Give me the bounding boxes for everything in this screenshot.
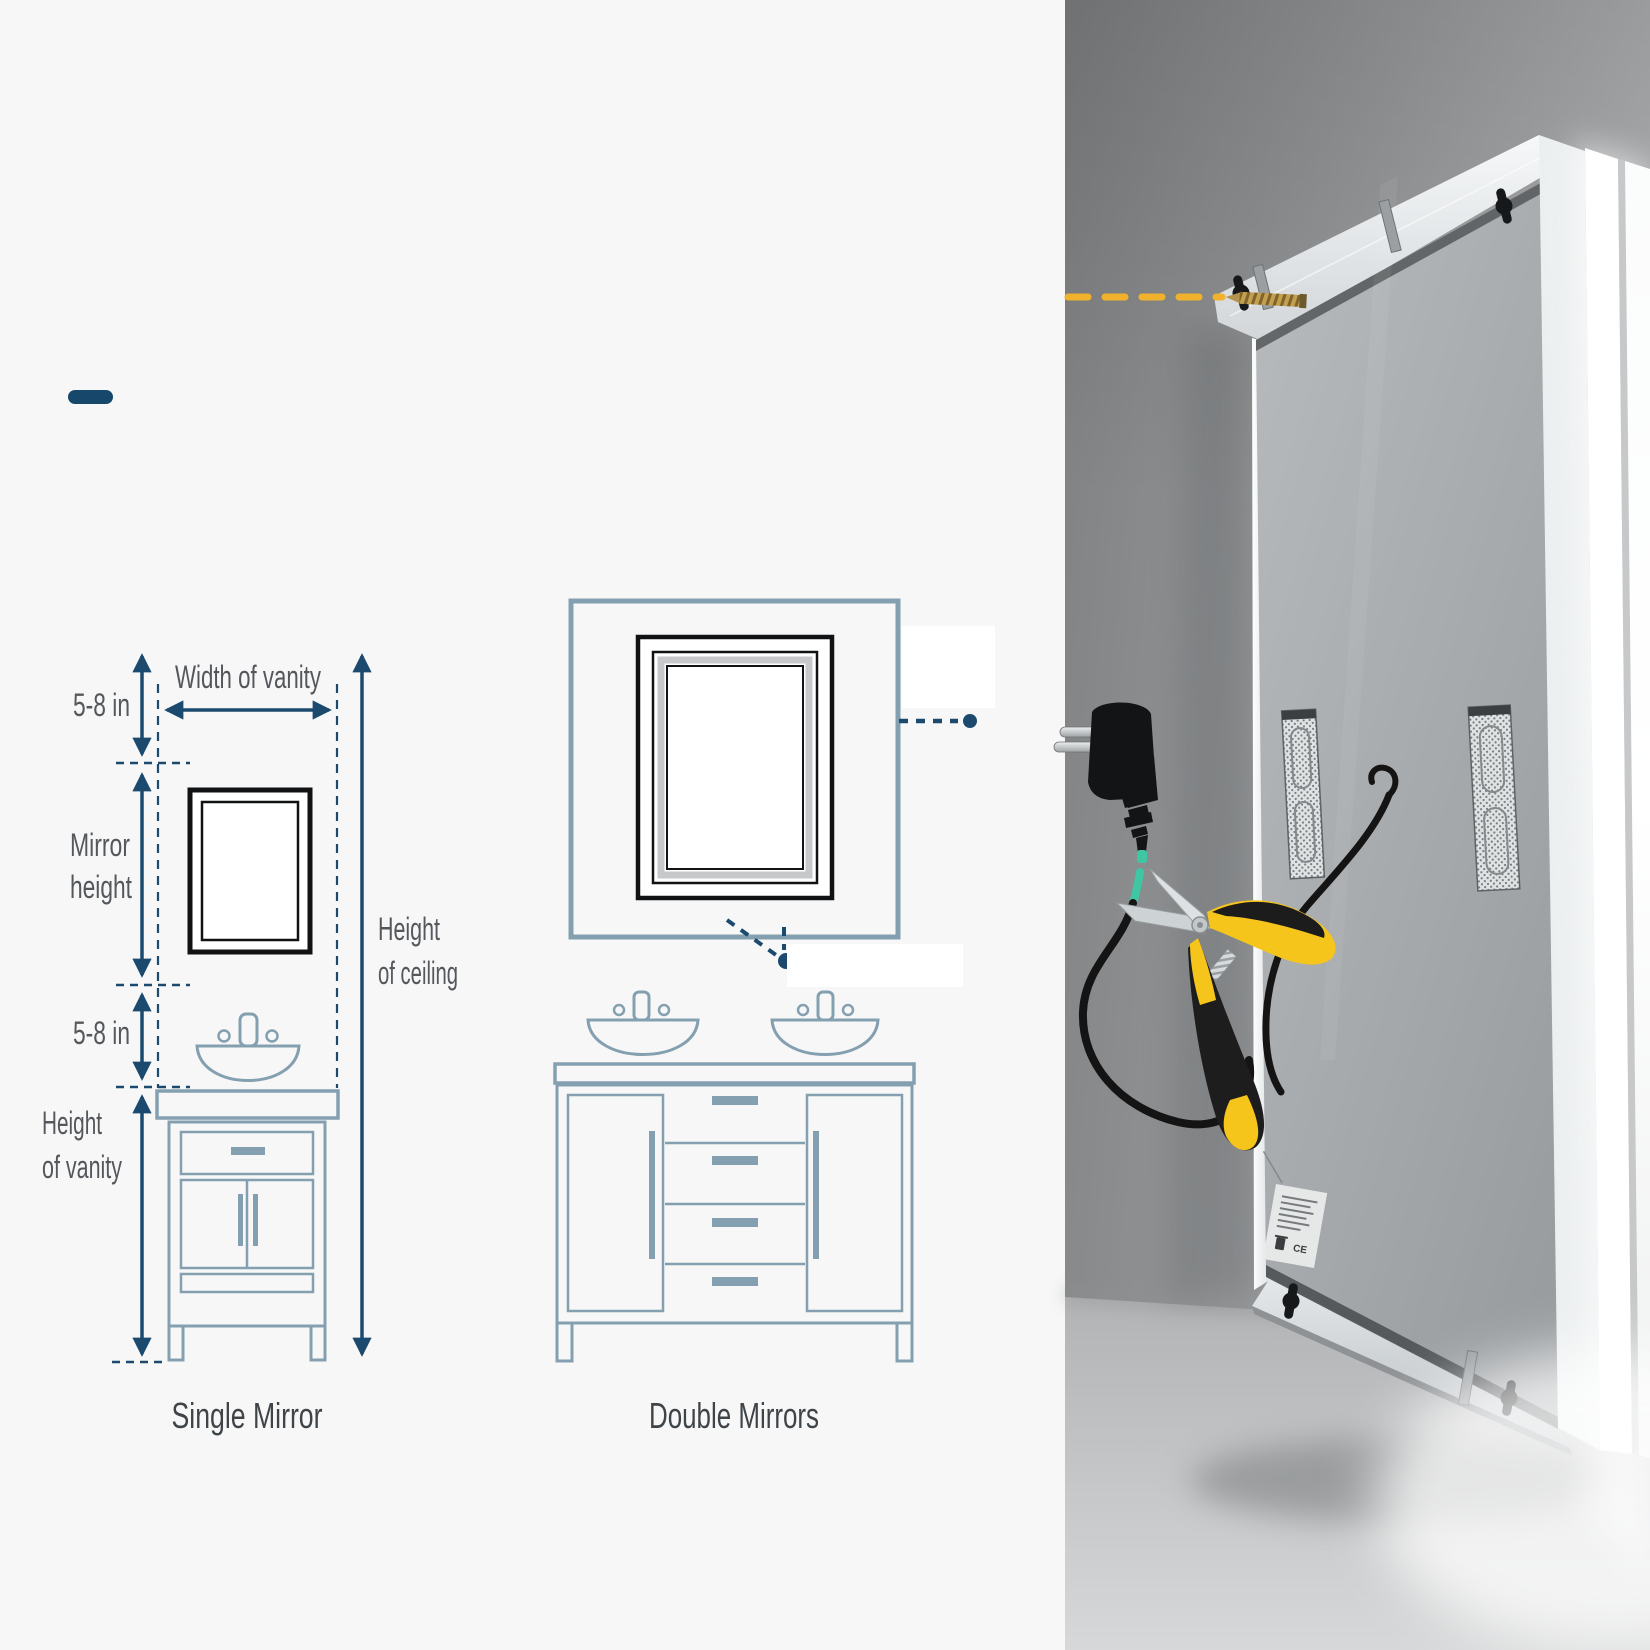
keyhole-slot-icon: [1282, 1283, 1300, 1319]
weee-bin-icon: [1274, 1234, 1288, 1251]
label-gap-bottom: 5-8 in: [73, 1015, 130, 1051]
panel-background: [0, 0, 1065, 1650]
door-handle-right: [253, 1194, 258, 1246]
label-width-of-vanity: Width of vanity: [175, 659, 321, 695]
double-vanity-cabinet: [553, 1062, 916, 1363]
drawer-handle-4: [712, 1277, 758, 1286]
caption-single-mirror: Single Mirror: [172, 1395, 323, 1436]
single-mirror-frame: [187, 787, 313, 955]
led-gap: [1618, 159, 1639, 1455]
vent-grille-icon: [1280, 708, 1326, 880]
ce-mark: CE: [1292, 1243, 1308, 1256]
vanity-shell: [167, 1120, 327, 1328]
wire-cutters-icon: [1115, 868, 1336, 1151]
vanity-counter: [155, 1089, 340, 1120]
cable-hook-end: [1368, 764, 1399, 798]
double-door-handle-left: [649, 1131, 655, 1259]
mounting-screw-icon: [1225, 291, 1307, 309]
double-mirror-frame: [635, 634, 835, 901]
led-strip-icon: [1375, 135, 1650, 1650]
label-height-vanity-1: Height: [42, 1105, 102, 1141]
installation-photo-panel: CE: [1053, 0, 1650, 1650]
vent-grille-icon: [1467, 704, 1521, 892]
double-leg-left: [555, 1321, 574, 1363]
label-mirror-height-1: Mirror: [70, 827, 130, 863]
double-door-right: [805, 1093, 904, 1313]
double-mirror-diagram: Double Mirrors: [553, 598, 995, 1436]
wall-outline-square: [568, 598, 901, 940]
vanity-drawer: [179, 1130, 315, 1176]
floor-glow: [1375, 1350, 1650, 1650]
caption-double-mirrors: Double Mirrors: [649, 1395, 819, 1436]
vanity-leg-left: [167, 1324, 185, 1362]
label-height-ceiling-2: of ceiling: [378, 955, 458, 991]
keyhole-slot-icon: [1495, 188, 1513, 224]
double-door-handle-right: [813, 1131, 819, 1259]
double-leg-right: [895, 1321, 914, 1363]
led-band-2: [1625, 161, 1650, 1458]
drawer-handle-1: [712, 1096, 758, 1105]
vanity-leg-right: [309, 1324, 327, 1362]
product-label-sticker: CE: [1262, 1151, 1328, 1268]
double-shell: [555, 1083, 914, 1325]
mirror-back-panel: [1256, 180, 1558, 1428]
single-mirror-diagram: 5-8 in Width of vanity Mirror height Hei…: [42, 653, 458, 1436]
drawer-handle-3: [712, 1218, 758, 1227]
vanity-bottom-rail: [179, 1272, 315, 1294]
measurement-guide-panel: 5-8 in Width of vanity Mirror height Hei…: [0, 0, 1065, 1650]
single-faucet: [217, 1012, 279, 1048]
double-counter: [553, 1062, 916, 1085]
single-vanity-cabinet: [155, 1089, 340, 1362]
double-faucets: [612, 990, 855, 1022]
panel-reflection: [1320, 176, 1398, 1060]
cutter-blade-lower: [1115, 902, 1205, 934]
drawer-handle: [231, 1147, 265, 1155]
mounting-clip: [1378, 198, 1402, 254]
drawer-handle-2: [712, 1156, 758, 1165]
teal-wire-end: [1137, 850, 1147, 863]
label-height-vanity-2: of vanity: [42, 1149, 122, 1185]
led-band-1: [1585, 148, 1632, 1454]
floor-reflection: [1575, 1448, 1650, 1580]
white-patch-bottom: [787, 944, 963, 987]
label-height-ceiling-1: Height: [378, 911, 440, 947]
mirror-back-assembly: CE: [1214, 135, 1572, 1456]
leader-dot-right: [963, 714, 977, 728]
label-mirror-height-2: height: [70, 869, 132, 905]
single-sink-bowl: [195, 1044, 301, 1082]
label-gap-top: 5-8 in: [73, 687, 130, 723]
double-door-left: [566, 1093, 665, 1313]
double-sink-bowl-left: [586, 1018, 700, 1056]
door-handle-left: [238, 1194, 243, 1246]
double-sink-bowl-right: [770, 1018, 880, 1056]
top-groove: [1256, 180, 1546, 351]
top-dash-marker: [68, 390, 113, 404]
white-patch-right: [902, 626, 995, 708]
power-plug-icon: [1053, 702, 1158, 863]
